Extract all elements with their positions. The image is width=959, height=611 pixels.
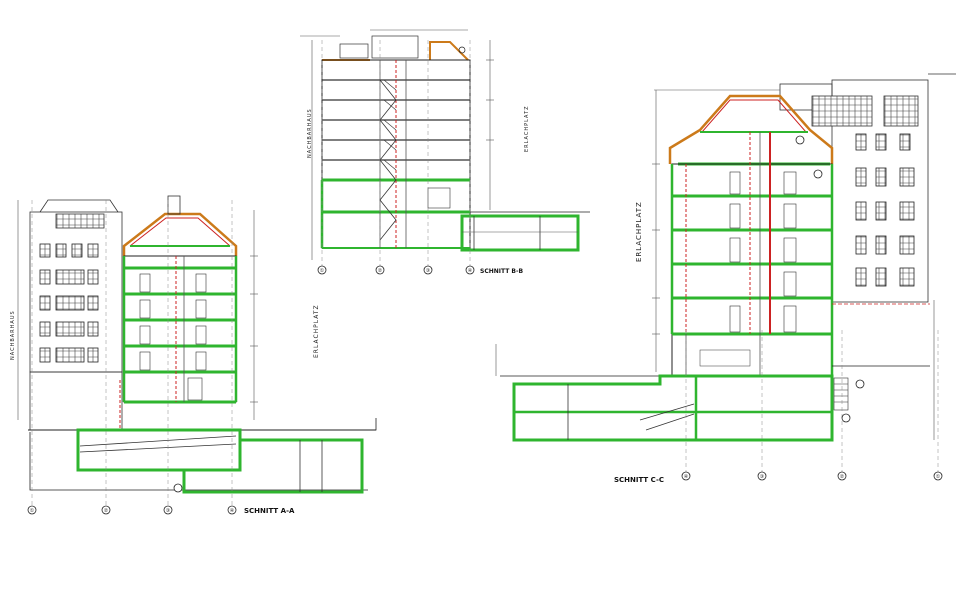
axis-markers-bb: ① ② ③ ④: [317, 265, 475, 275]
axis-label: ①: [320, 268, 325, 274]
axis-label: ②: [840, 474, 845, 480]
axis-markers-cc: ④ ③ ② ①: [681, 413, 943, 481]
roof-bb: [322, 35, 469, 61]
axis-label: ④: [684, 474, 689, 480]
section-aa-title: SCHNITT A-A: [244, 507, 295, 515]
axis-label: ②: [378, 268, 383, 274]
section-cc: ④ ③ ② ① SCHNITT C-C ERLACHPLATZ: [495, 73, 956, 484]
dimension-bb: [300, 29, 494, 260]
section-cc-title: SCHNITT C-C: [614, 476, 664, 484]
section-bb-square-label: ERLACHPLATZ: [524, 105, 530, 152]
section-bb-neighbour-label: NACHBARHAUS: [307, 108, 313, 158]
basement-cc: [500, 303, 930, 442]
neighbour-facade-aa: [29, 199, 123, 431]
basement-aa: [28, 380, 376, 494]
section-bb-title: SCHNITT B-B: [480, 268, 523, 275]
axis-label: ①: [936, 474, 941, 480]
roof-cc: [668, 94, 834, 179]
neighbour-windows-aa: [39, 243, 99, 363]
neighbour-windows-cc: [855, 133, 915, 287]
ground-right-aa: [366, 418, 377, 431]
axis-label: ②: [104, 508, 109, 514]
section-cc-square-label: ERLACHPLATZ: [635, 201, 643, 262]
section-aa-square-label: ERLACHPLATZ: [313, 304, 320, 358]
roof-aa: [122, 195, 238, 256]
basement-bb: [460, 211, 590, 252]
building-bb: [320, 59, 471, 249]
axis-label: ①: [30, 508, 35, 514]
axis-label: ④: [468, 268, 473, 274]
axis-label: ③: [166, 508, 170, 514]
axis-label: ③: [760, 474, 764, 480]
building-cc: [670, 132, 834, 378]
axis-label: ④: [230, 508, 235, 514]
axis-markers-aa: ① ② ③ ④: [27, 483, 237, 515]
neighbour-facade-cc: [779, 73, 956, 303]
dimension-aa: [17, 200, 258, 420]
grid-axes-aa: [31, 200, 233, 505]
grid-axes-bb: [321, 40, 471, 266]
building-aa: [122, 255, 238, 404]
axis-label: ③: [426, 268, 430, 274]
dimension-cc: [495, 89, 935, 440]
section-bb: ① ② ③ ④ SCHNITT B-B NACHBARHAUS ERLACHPL…: [300, 29, 590, 275]
section-aa: ① ② ③ ④ SCHNITT A-A NACHBARHAUS ERLACHPL…: [10, 195, 377, 515]
grid-axes-cc: [685, 330, 939, 472]
section-aa-neighbour-label: NACHBARHAUS: [10, 310, 16, 360]
